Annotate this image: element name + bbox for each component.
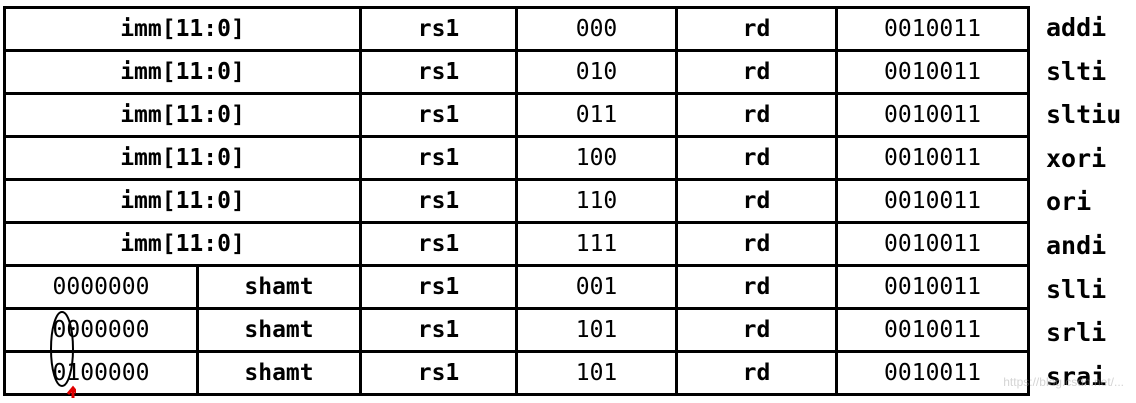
funct3-field: 101 <box>515 350 678 396</box>
mnemonic-label: ori <box>1046 187 1092 217</box>
rs1-field: rs1 <box>359 221 518 267</box>
funct3-field: 110 <box>515 178 678 224</box>
shamt-field: shamt <box>196 307 362 353</box>
funct3-field: 100 <box>515 135 678 181</box>
rd-field: rd <box>675 350 838 396</box>
watermark: https://blog.csdn.net/... <box>1003 375 1124 389</box>
funct3-field: 111 <box>515 221 678 267</box>
opcode-field: 0010011 <box>835 307 1030 353</box>
mnemonic-label: sltiu <box>1046 100 1122 130</box>
imm-field: imm[11:0] <box>3 92 362 138</box>
opcode-field: 0010011 <box>835 49 1030 95</box>
imm-field: imm[11:0] <box>3 178 362 224</box>
mnemonic-label: andi <box>1046 230 1107 260</box>
funct3-field: 010 <box>515 49 678 95</box>
funct3-field: 000 <box>515 6 678 52</box>
rd-field: rd <box>675 264 838 310</box>
rd-field: rd <box>675 178 838 224</box>
opcode-field: 0010011 <box>835 221 1030 267</box>
mnemonic-label: addi <box>1046 13 1107 42</box>
rd-field: rd <box>675 135 838 181</box>
rs1-field: rs1 <box>359 264 518 310</box>
opcode-field: 0010011 <box>835 264 1030 310</box>
opcode-field: 0010011 <box>835 178 1030 224</box>
imm-field: imm[11:0] <box>3 6 362 52</box>
funct3-field: 011 <box>515 92 678 138</box>
opcode-field: 0010011 <box>835 350 1030 396</box>
rd-field: rd <box>675 221 838 267</box>
opcode-field: 0010011 <box>835 6 1030 52</box>
rd-field: rd <box>675 307 838 353</box>
mnemonic-label: xori <box>1046 143 1107 173</box>
rd-field: rd <box>675 92 838 138</box>
imm-field: imm[11:0] <box>3 49 362 95</box>
rs1-field: rs1 <box>359 307 518 353</box>
funct7-field: 0000000 <box>3 264 199 310</box>
mnemonic-label: slli <box>1046 274 1107 304</box>
rs1-field: rs1 <box>359 49 518 95</box>
funct3-field: 101 <box>515 307 678 353</box>
rd-field: rd <box>675 49 838 95</box>
mnemonic-label: srli <box>1046 318 1107 348</box>
rd-field: rd <box>675 6 838 52</box>
rs1-field: rs1 <box>359 178 518 224</box>
opcode-field: 0010011 <box>835 135 1030 181</box>
funct7-field: 0000000 <box>3 307 199 353</box>
imm-field: imm[11:0] <box>3 135 362 181</box>
rs1-field: rs1 <box>359 92 518 138</box>
rs1-field: rs1 <box>359 350 518 396</box>
mnemonic-label: srai <box>1046 361 1107 391</box>
mnemonic-label: slti <box>1046 56 1107 86</box>
rs1-field: rs1 <box>359 135 518 181</box>
shamt-field: shamt <box>196 264 362 310</box>
opcode-field: 0010011 <box>835 92 1030 138</box>
funct3-field: 001 <box>515 264 678 310</box>
shamt-field: shamt <box>196 350 362 396</box>
imm-field: imm[11:0] <box>3 221 362 267</box>
mnemonic-column: addi slti sltiu xori ori andi slli srli srai <box>1046 6 1136 398</box>
rs1-field: rs1 <box>359 6 518 52</box>
funct7-field: 0100000 <box>3 350 199 396</box>
